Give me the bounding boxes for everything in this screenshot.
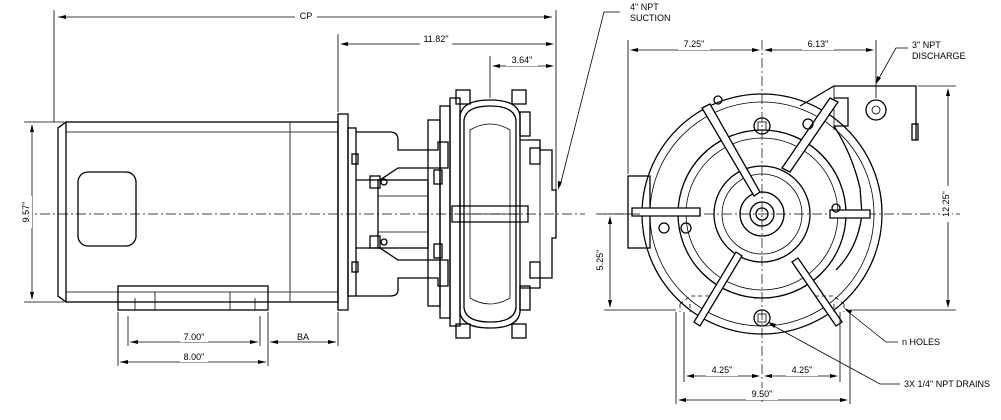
clamp-ribs [631,95,871,327]
shaft [755,207,769,221]
discharge-callout: 3" NPT DISCHARGE [876,40,966,84]
dim-front-top: 7.25" 6.13" [627,38,877,174]
suction-nozzle [520,139,557,289]
discharge-note-line2: DISCHARGE [912,51,966,61]
dim-height-label: 9.57" [21,202,31,223]
dim-right-width-label: 6.13" [808,39,829,49]
dim-foot: 7.00" 8.00" BA [117,312,339,366]
dim-total-height: 12.25" [850,85,956,311]
front-view: 7.25" 6.13" 3" NPT DISCHARGE 12.25" [594,38,990,404]
dim-cp-label: CP [300,11,313,21]
discharge-port [865,99,887,121]
conduit-box [77,171,137,247]
suction-note-line2: SUCTION [630,13,671,23]
dim-ba-label: BA [297,332,309,342]
drain-plug-bottom [753,309,771,327]
holes-note: n HOLES [902,337,940,347]
dim-suction-offset-label: 3.64" [512,55,533,65]
dim-foot-length-label: 8.00" [184,352,205,362]
dim-suction-offset: 3.64" [489,54,554,98]
dim-height: 9.57" [20,121,64,303]
drains-note: 3X 1/4" NPT DRAINS [904,379,990,389]
drain-plugs [753,117,771,327]
motor-body [57,121,339,303]
dim-left-width-label: 7.25" [684,39,705,49]
volute-casing [449,89,531,339]
dim-pump-length: 11.82" [337,33,554,112]
dim-cp: CP [53,9,557,190]
dim-total-height-label: 12.25" [941,191,951,217]
suction-note-line1: 4" NPT [630,2,659,12]
suction-callout: 4" NPT SUCTION [558,2,671,190]
drains-callout: 3X 1/4" NPT DRAINS [768,322,990,389]
dim-pump-length-label: 11.82" [423,34,448,44]
holes-callout: n HOLES [844,308,940,347]
dim-shaft-height: 5.25" [594,213,676,311]
motor-foot [117,285,269,311]
dim-shaft-height-label: 5.25" [595,250,605,271]
dim-half-left-label: 4.25" [712,365,733,375]
dim-front-bottom: 4.25" 4.25" 9.50" [675,312,851,404]
discharge-body [799,85,919,271]
discharge-note-line1: 3" NPT [912,40,941,50]
dim-base-width-label: 9.50" [752,389,773,399]
side-view: CP 11.82" 3.64" 9.57" [20,2,671,366]
suction-flange [713,165,811,263]
dim-half-right-label: 4.25" [792,365,813,375]
dim-foot-bolts-label: 7.00" [184,332,205,342]
pump-bracket [337,105,451,319]
drain-plug-top [753,117,771,135]
